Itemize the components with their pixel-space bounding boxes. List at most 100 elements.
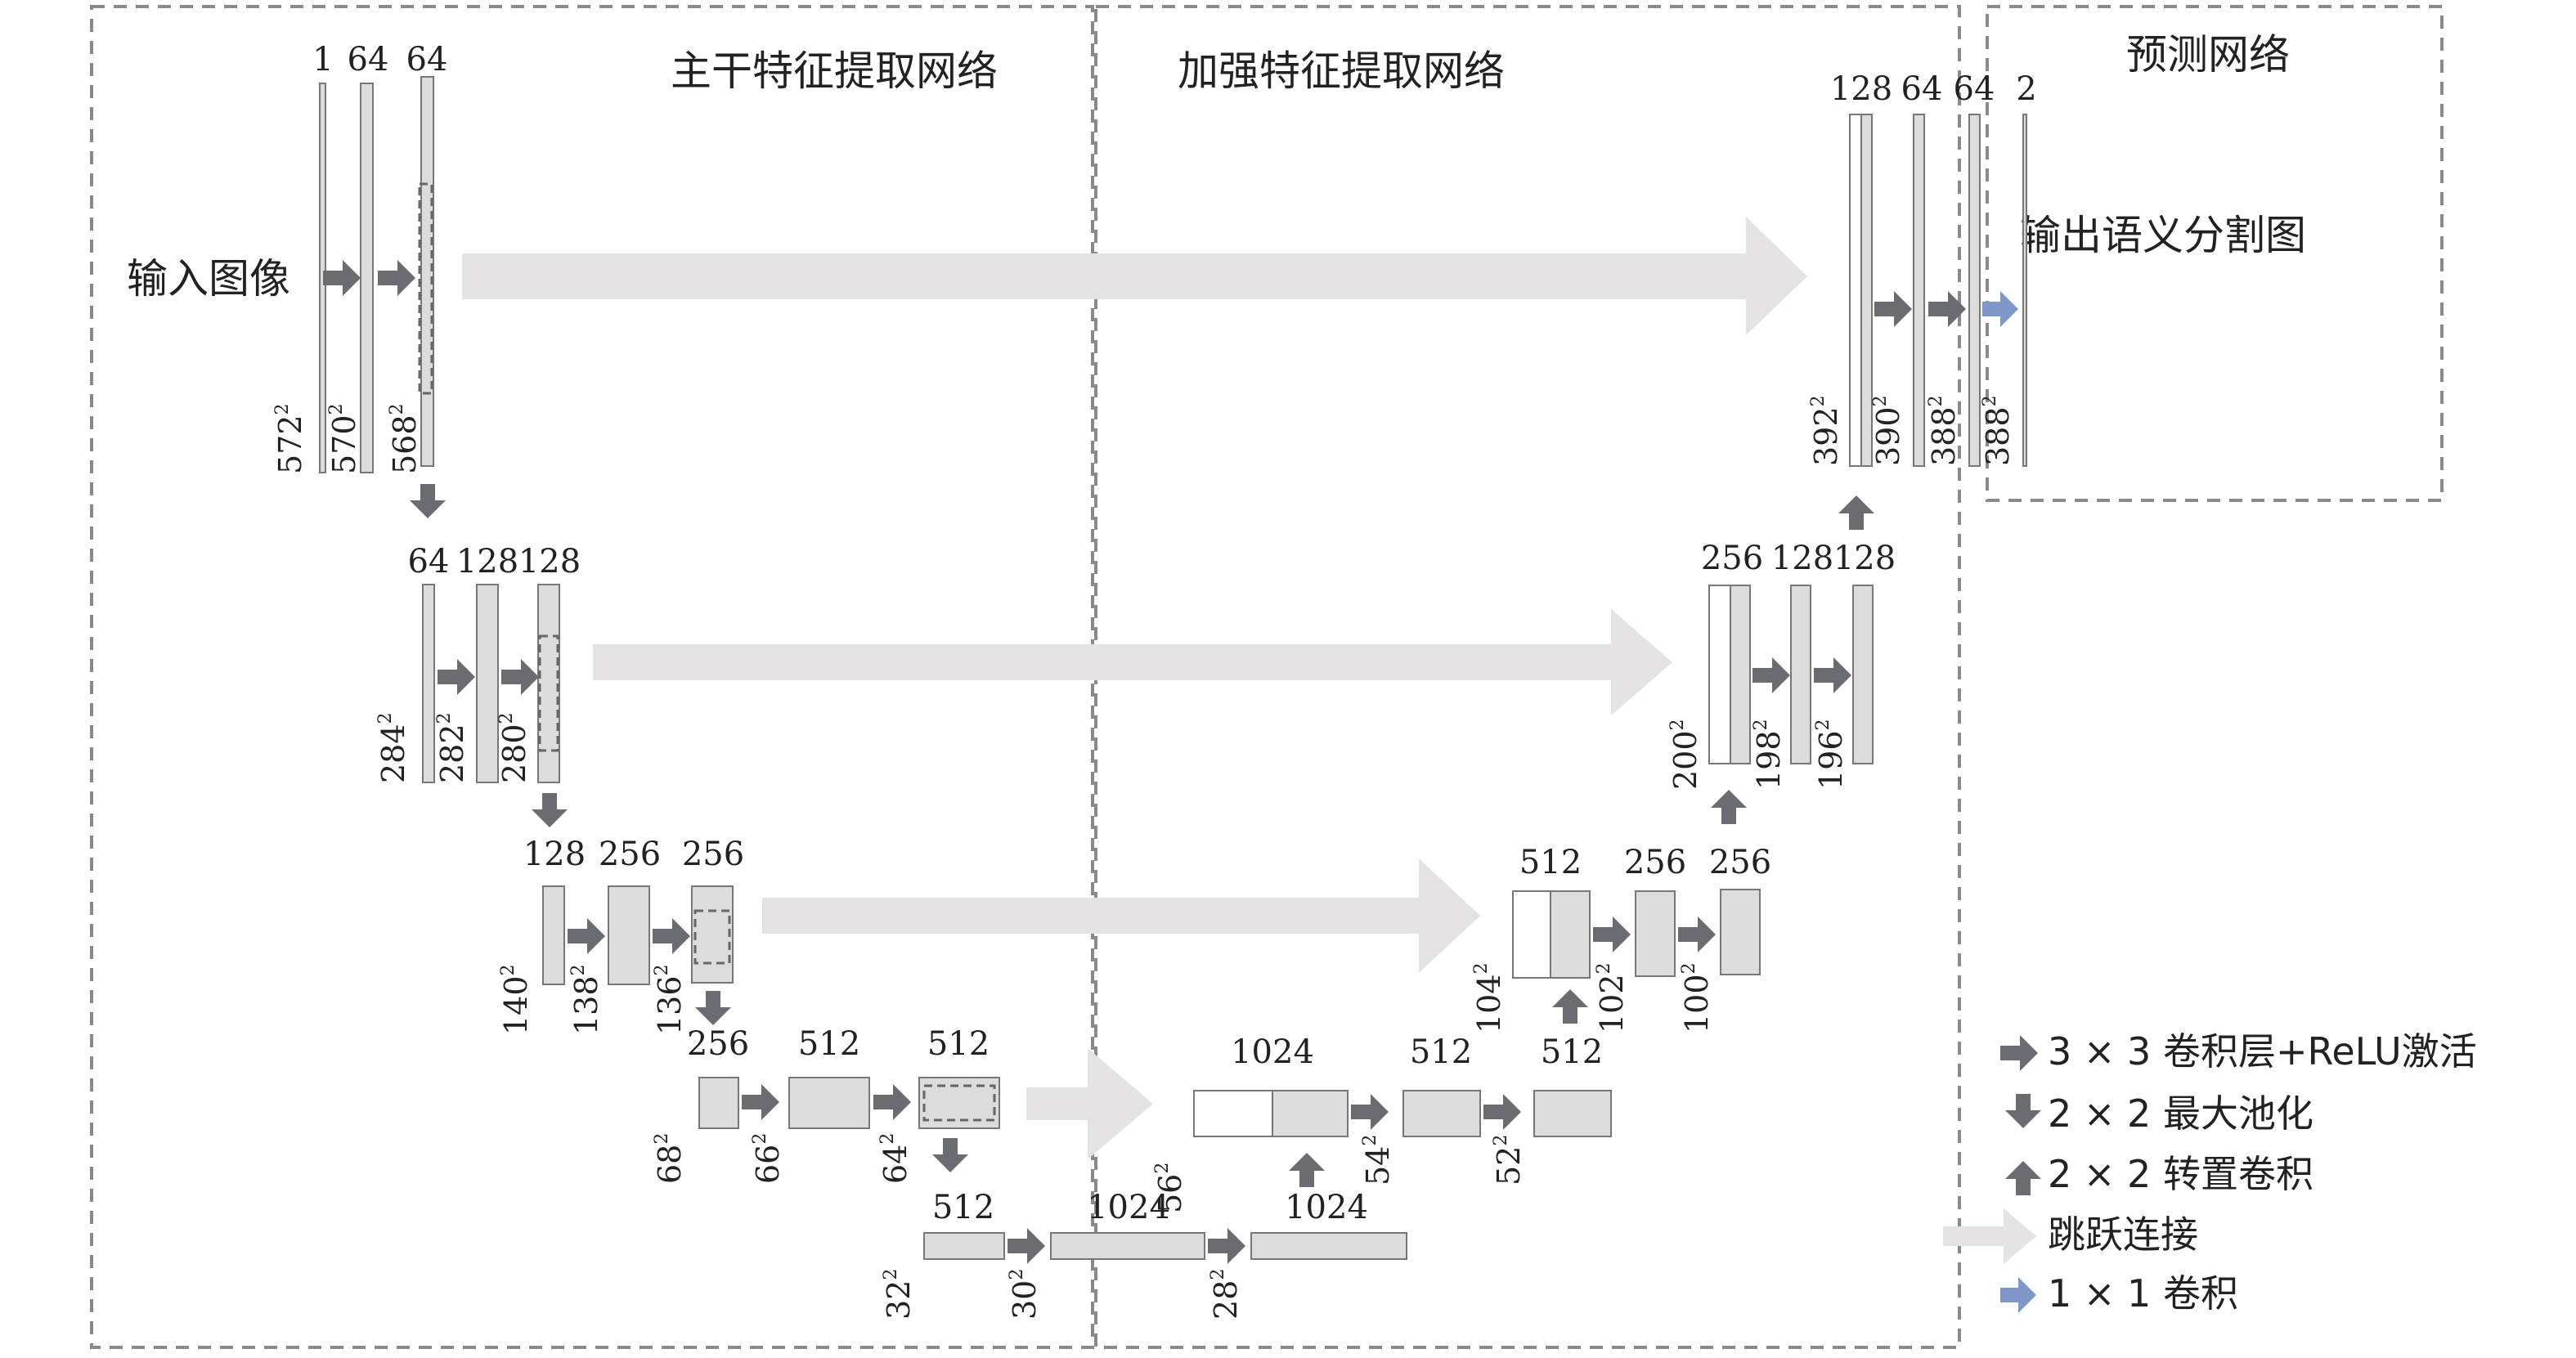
channel-label: 256 [682, 836, 744, 873]
arrow-right-icon [1351, 1094, 1389, 1130]
size-label: 662 [750, 1133, 786, 1184]
decoder-level-2 [1708, 585, 1874, 764]
channel-label: 64 [406, 41, 448, 78]
copied-map [1849, 114, 1862, 467]
feature-map [1250, 1232, 1407, 1260]
channel-label: 256 [1709, 844, 1771, 881]
channel-label: 128 [456, 543, 518, 580]
arrow-right-icon [2000, 1035, 2038, 1071]
arrow-up-icon [1552, 989, 1588, 1024]
arrow-right-icon [1208, 1228, 1245, 1264]
arrow-right-blue-icon [1982, 291, 2018, 327]
channel-label: 256 [687, 1025, 749, 1063]
feature-map [1860, 114, 1873, 467]
channel-label: 64 [1954, 70, 1995, 108]
size-label: 1002 [1679, 962, 1715, 1033]
enhance-title: 加强特征提取网络 [1178, 47, 1505, 95]
arrow-down-icon [695, 991, 731, 1025]
size-label: 1022 [1594, 962, 1630, 1033]
output-map [2022, 114, 2027, 467]
size-label: 3882 [1926, 395, 1962, 466]
feature-map [1730, 585, 1751, 764]
skip-arrow-level-4 [1026, 1048, 1153, 1159]
size-label: 1982 [1751, 719, 1787, 790]
feature-map [542, 885, 565, 985]
encoder-level-1 [319, 76, 434, 473]
size-label: 2802 [496, 712, 532, 783]
copied-map [1708, 585, 1731, 764]
size-label: 682 [652, 1133, 688, 1184]
channel-label: 64 [1901, 70, 1943, 108]
channel-label: 256 [1701, 540, 1763, 577]
size-label: 2842 [375, 712, 411, 783]
size-label: 1382 [568, 964, 604, 1035]
feature-map [1402, 1090, 1481, 1137]
feature-map [1852, 585, 1874, 764]
channel-label: 256 [1624, 844, 1686, 881]
size-label: 5682 [387, 403, 423, 474]
size-label: 642 [877, 1133, 913, 1184]
feature-map [1720, 889, 1761, 975]
size-label: 5702 [326, 403, 362, 474]
channel-label: 512 [1410, 1033, 1472, 1071]
crop-region [418, 182, 433, 395]
encoder-level-2 [422, 584, 560, 783]
feature-map [537, 584, 560, 783]
feature-map [360, 83, 374, 473]
arrow-down-icon [532, 793, 568, 827]
channel-label: 512 [927, 1025, 990, 1063]
copied-map [1512, 890, 1551, 979]
size-label: 282 [1208, 1269, 1244, 1320]
arrow-right-icon [873, 1084, 911, 1120]
size-label: 562 [1152, 1163, 1188, 1213]
bottleneck-level-5 [923, 1232, 1407, 1260]
arrow-right-icon [1752, 657, 1790, 693]
size-label: 3902 [1870, 395, 1906, 466]
arrow-right-icon [501, 659, 539, 695]
legend-label: 2 × 2 转置卷积 [2048, 1152, 2313, 1196]
arrow-up-icon [1289, 1153, 1325, 1187]
size-labels: 5722 5702 5682 2842 2822 2802 1402 1382 … [272, 395, 2016, 1320]
crop-region [693, 909, 731, 965]
feature-map [1533, 1090, 1612, 1137]
decoder-level-3 [1512, 889, 1761, 979]
skip-arrow-level-1 [462, 217, 1807, 335]
feature-map [918, 1077, 1000, 1129]
channel-label: 1 [312, 41, 333, 78]
arrow-down-icon [2005, 1094, 2041, 1128]
channel-label: 512 [1519, 844, 1582, 881]
decoder-level-1 [1849, 114, 2027, 467]
arrow-right-icon [1593, 917, 1631, 952]
feature-map [1550, 890, 1591, 979]
size-label: 1362 [652, 964, 688, 1035]
encoder-level-4 [698, 1077, 1000, 1129]
arrow-right-icon [378, 260, 415, 296]
arrow-right-icon [653, 918, 690, 954]
feature-map [698, 1077, 739, 1129]
size-label: 302 [1007, 1269, 1043, 1320]
skip-arrow-icon [1943, 1208, 2036, 1264]
legend-label: 跳跃连接 [2048, 1212, 2198, 1257]
feature-map [1968, 114, 1981, 467]
channel-label: 1024 [1087, 1189, 1170, 1226]
size-label: 542 [1360, 1135, 1396, 1185]
feature-map [608, 885, 650, 985]
feature-map [1272, 1090, 1349, 1137]
channel-label: 1024 [1231, 1033, 1314, 1071]
channel-label: 2 [2016, 70, 2036, 108]
channel-label: 128 [523, 836, 586, 873]
arrow-down-icon [410, 484, 446, 518]
feature-map [923, 1232, 1005, 1260]
predict-frame [1986, 5, 2444, 502]
legend-label: 3 × 3 卷积层+ReLU激活 [2048, 1029, 2477, 1073]
size-label: 522 [1491, 1135, 1527, 1185]
size-label: 2822 [434, 712, 470, 783]
feature-map [1913, 114, 1925, 467]
arrow-right-icon [1678, 917, 1716, 952]
arrow-right-blue-icon [2000, 1277, 2036, 1313]
output-label: 输出语义分割图 [2020, 212, 2306, 259]
legend-label: 2 × 2 最大池化 [2048, 1091, 2313, 1136]
arrow-right-icon [1874, 291, 1912, 327]
arrow-down-icon [932, 1138, 968, 1172]
